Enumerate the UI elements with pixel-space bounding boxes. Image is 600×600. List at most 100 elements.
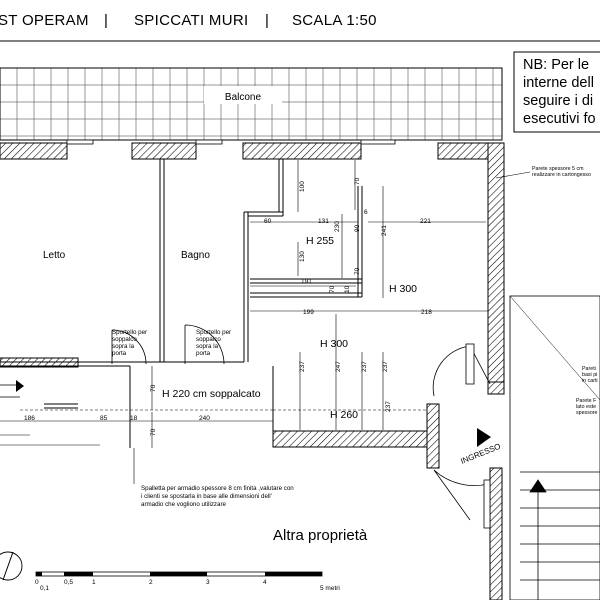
scale-bar: 0 0,1 0,5 1 2 3 4 5 metri [35,571,340,592]
dimension-label: 237 [385,401,392,412]
stair-up-arrow-icon [529,479,547,493]
partition-bagno-top [278,159,284,216]
room-label-bagno: Bagno [181,250,210,261]
wall-segment [131,142,197,160]
dimension-label: 230 [334,221,341,232]
dimension-label: 60 [264,218,272,225]
partition-storage [250,278,362,284]
dimension-labels: 100 70 60 131 230 90 6 221 241 130 70 19… [24,177,432,436]
section-arrow-icon [16,380,24,392]
note-line: Parete F [576,398,597,404]
note-line: spessore [576,410,598,416]
note-line: soppalco [196,336,221,343]
stair-cut-line [509,295,600,401]
room-labels: Letto Bagno Altra proprietà INGRESSO [43,250,502,544]
partition-bagno-corner [244,211,283,217]
note-line: armadio che vogliono utilizzare [141,501,227,508]
compass-icon [0,551,23,581]
entrance-arrow-icon [477,428,491,447]
dimension-lines [0,160,488,448]
door-swing-ingresso [432,345,491,397]
dimension-label: 10 [344,285,351,293]
dimension-label: 237 [299,361,306,372]
dimension-label: 186 [24,415,35,422]
header-segment-1: ST OPERAM [0,12,89,29]
note-line: sopra la [196,343,219,350]
dimension-label: 70 [150,384,157,392]
compass-needle [2,551,14,581]
scale-label: 2 [149,579,153,586]
door-swing-letto [111,329,147,365]
dimension-label: 6 [364,209,368,216]
stair-landing [44,403,78,409]
header-separator-2: | [265,12,269,29]
dimension-label: 90 [354,224,361,232]
note-line: porta [196,350,211,357]
note-line: Sportello per [196,329,231,336]
annotation-notes: Sportello per soppalco sopra la porta Sp… [112,166,598,508]
leader-line [495,171,531,179]
dimension-label: 247 [335,361,342,372]
note-parete-top: Parete spessore 5 cm realizzare in carto… [495,166,591,179]
dimension-label: 218 [421,309,432,316]
scale-bar-segment [64,572,93,576]
dimension-label: 18 [130,415,138,422]
note-sportello-letto: Sportello per soppalco sopra la porta [112,329,147,357]
window-sill [66,139,94,145]
note-line: Sportello per [112,329,147,336]
scale-label: 0 [35,579,39,586]
height-label: H 300 [389,283,417,295]
scale-label: 4 [263,579,267,586]
dimension-label: 191 [301,278,312,285]
dimension-label: 221 [420,218,431,225]
door-swing-bagno [184,324,225,365]
note-sportello-bagno: Sportello per soppalco sopra la porta [196,329,231,357]
note-line: Parete spessore 5 cm [532,166,584,172]
window-sill [195,139,223,145]
dimension-label: 70 [354,267,361,275]
nb-note-box: NB: Per le interne dell seguire i di ese… [513,51,600,133]
door-leaf [483,479,491,529]
partition-bagno-right [243,212,249,362]
room-label-ingresso: INGRESSO [459,442,502,466]
note-parete-right-2: Parete F lato este spessore [576,398,598,416]
height-label: H 255 [306,235,334,247]
note-line: porta [112,350,127,357]
nb-box-frame [513,51,600,133]
partition-lower [129,366,274,448]
walls [0,139,505,600]
dimension-label: 237 [361,361,368,372]
stair-zone [509,295,600,600]
dimension-label: 70 [329,285,336,293]
dimension-label: 130 [299,251,306,262]
wall-segment [242,142,362,160]
header-segment-2: SPICCATI MURI [134,12,248,29]
dimension-label: 70 [150,428,157,436]
height-label: H 300 [320,338,348,350]
balcony: Balcone [0,67,503,141]
scale-label: 1 [92,579,96,586]
dimension-label: 241 [381,225,388,236]
nb-line-4: esecutivi fo [523,111,596,127]
note-line: Pareti [582,366,596,372]
wall-segment [489,467,503,600]
note-line: sopra la [112,343,135,350]
dimension-label: 240 [199,415,210,422]
note-line: lato este [576,404,596,410]
door-leaf [465,343,475,385]
room-label-letto: Letto [43,250,66,261]
dimension-label: 131 [318,218,329,225]
scale-bar-segment [36,572,42,576]
scale-label: 0,5 [64,579,73,586]
room-label-altra-proprieta: Altra proprietà [273,527,368,544]
nb-line-3: seguire i di [523,93,593,109]
dimension-label: 100 [299,181,306,192]
note-spalletta: Spalletta per armadio spessore 8 cm fini… [133,448,294,508]
note-line: i clienti se spostarla in base alle dime… [141,493,272,500]
scale-label: 3 [206,579,210,586]
header-separator-1: | [104,12,108,29]
partition-sleeping-bottom [0,361,244,367]
partition-vertical [357,186,363,297]
partition-storage-2 [250,292,362,298]
dimension-label: 85 [100,415,108,422]
